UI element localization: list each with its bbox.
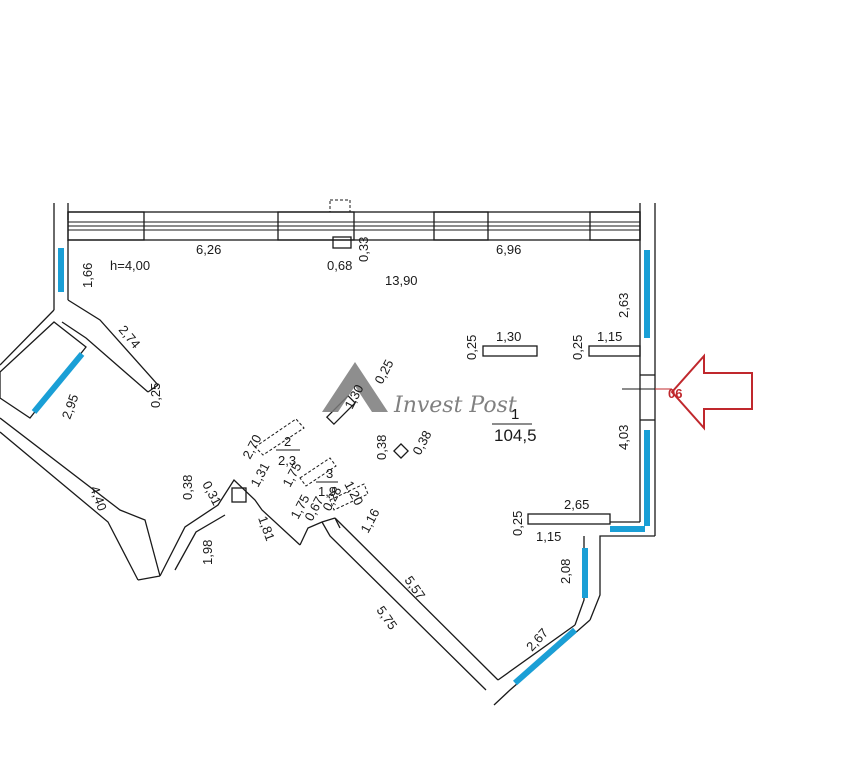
- room3-number: 3: [326, 466, 333, 481]
- room2-number: 2: [284, 434, 291, 449]
- dim-lower-left: 4,40: [87, 484, 110, 513]
- dim-corridor: 1,81: [255, 514, 278, 543]
- marker-arrow-icon: [670, 353, 753, 431]
- room2-area: 2,3: [278, 453, 296, 468]
- dim-lower-right: 2,08: [558, 559, 573, 584]
- dim-ledge-len: 2,65: [564, 497, 589, 512]
- dim-room2-w: 2,70: [239, 432, 264, 461]
- dim-column-w: 0,68: [327, 258, 352, 273]
- dim-diag-beam-w: 0,25: [371, 357, 396, 386]
- dim-left-wall: 1,66: [80, 263, 95, 288]
- dim-bottom-window: 2,67: [523, 625, 551, 654]
- left-walls: [0, 240, 161, 581]
- dim-beam1-len: 1,30: [496, 329, 521, 344]
- dim-top-right: 6,96: [496, 242, 521, 257]
- dim-column-h: 0,33: [356, 237, 371, 262]
- dim-bay-side: 2,74: [116, 322, 144, 351]
- dim-right-upper: 2,63: [616, 293, 631, 318]
- marker-label: 06: [668, 386, 682, 401]
- dim-beam2-w: 0,25: [570, 335, 585, 360]
- dim-right-mid: 4,03: [616, 425, 631, 450]
- dim-top-total: 13,90: [385, 273, 418, 288]
- dim-pillar-a: 0,38: [374, 435, 389, 460]
- dim-ledge-w: 0,25: [510, 511, 525, 536]
- dim-room2-d2: 0,31: [199, 478, 224, 507]
- labels: h=4,00 6,26 6,96 13,90 0,68 0,33 1,66 2,…: [59, 237, 631, 654]
- dim-beam1-w: 0,25: [464, 335, 479, 360]
- dim-top-left: 6,26: [196, 242, 221, 257]
- room3-area: 1,9: [318, 484, 336, 499]
- dim-room2-side: 1,31: [247, 460, 272, 489]
- watermark: Invest Post: [322, 362, 517, 418]
- dim-diag-outer: 5,75: [374, 603, 401, 632]
- structural-elements: [325, 345, 641, 459]
- main-room-number: 1: [511, 406, 519, 423]
- dim-ledge-under: 1,15: [536, 529, 561, 544]
- top-facade: [53, 199, 656, 290]
- dim-room2-d1: 0,38: [180, 475, 195, 500]
- watermark-text: Invest Post: [393, 393, 517, 418]
- height-label: h=4,00: [110, 258, 150, 273]
- right-walls: [493, 246, 656, 706]
- dim-room3-right: 1,16: [357, 506, 382, 535]
- watermark-logo-icon: [322, 362, 388, 412]
- inner-rooms: [159, 418, 499, 691]
- dim-pillar-b: 0,38: [409, 428, 434, 457]
- main-room-area: 104,5: [494, 426, 537, 445]
- unit-marker: 06: [655, 353, 753, 431]
- dim-beam2-len: 1,15: [597, 329, 622, 344]
- dim-bottom-left: 1,98: [200, 540, 215, 565]
- dim-bay-thick: 0,25: [148, 383, 163, 408]
- dim-bay-window: 2,95: [59, 392, 82, 421]
